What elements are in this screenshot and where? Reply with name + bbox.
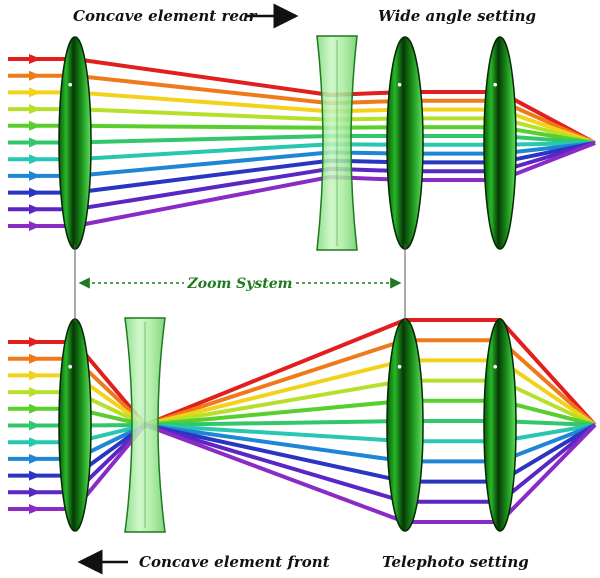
convex-lens-bottom-3-glint [493,364,498,369]
ray-arrowhead-top-0 [29,54,41,64]
ray-top-0 [8,57,596,145]
convex-lens-bottom-1 [58,318,92,532]
ray-arrowhead-bottom-10 [29,504,41,514]
ray-arrowhead-bottom-5 [29,420,41,431]
convex-lens-bottom-3-body [483,318,517,532]
ray-arrowhead-bottom-9 [29,487,41,498]
convex-lens-bottom-2-body [386,318,424,532]
convex-lens-bottom-2 [386,318,424,532]
convex-lens-top-1 [58,36,92,250]
convex-lens-top-1-glint [68,82,72,87]
convex-lens-bottom-3 [483,318,517,532]
ray-arrowhead-top-8 [29,187,41,198]
ray-arrowhead-top-4 [29,120,41,131]
ray-arrowhead-top-10 [29,221,41,231]
convex-lens-top-2-glint [397,82,402,87]
ray-arrowheads [29,54,41,514]
ray-arrowhead-top-2 [29,87,41,98]
ray-arrowhead-bottom-7 [29,453,41,464]
ray-arrowhead-bottom-2 [29,370,41,381]
convex-lens-top-3-body [483,36,517,250]
ray-arrowhead-bottom-0 [29,337,41,347]
concave-lens-top [316,35,358,251]
ray-arrowhead-top-1 [29,70,41,81]
convex-lens-bottom-1-body [58,318,92,532]
ray-arrowhead-top-5 [29,137,41,148]
convex-lens-top-2-body [386,36,424,250]
concave-rear-caption: Concave element rear [73,7,258,25]
ray-bottom-0 [8,318,597,427]
concave-front-caption: Concave element front [139,553,330,571]
convex-lens-top-3-glint [493,82,498,87]
ray-arrowhead-top-6 [29,154,41,165]
convex-lens-top-3 [483,36,517,250]
zoom-system-indicator: Zoom System [74,244,406,322]
ray-arrowhead-bottom-3 [29,387,41,398]
lens-elements [58,35,517,533]
ray-arrowhead-top-3 [29,104,41,115]
zoom-system-label: Zoom System [187,276,293,292]
ray-bottom-10 [8,423,597,524]
telephoto-caption: Telephoto setting [382,553,529,571]
wide-angle-caption: Wide angle setting [378,7,536,25]
ray-arrowhead-bottom-6 [29,437,41,448]
ray-arrowhead-top-7 [29,170,41,181]
ray-arrowhead-bottom-4 [29,403,41,414]
ray-arrowhead-bottom-8 [29,470,41,481]
ray-arrowhead-top-9 [29,204,41,215]
concave-lens-bottom [124,317,166,533]
convex-lens-top-2 [386,36,424,250]
convex-lens-bottom-1-glint [68,364,72,369]
convex-lens-bottom-2-glint [397,364,402,369]
ray-arrowhead-bottom-1 [29,353,41,364]
convex-lens-top-1-body [58,36,92,250]
